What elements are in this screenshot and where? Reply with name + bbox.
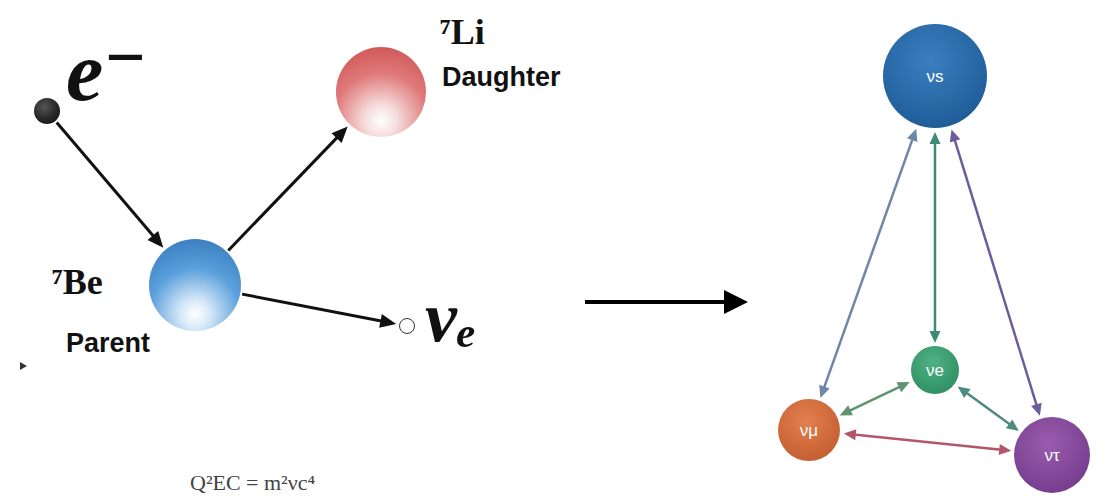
flavor-circle: νe (911, 346, 959, 394)
daughter-nucleus: ⁷LiDaughter (336, 47, 426, 137)
parent-nucleus: ⁷BeParent (149, 239, 241, 331)
particle-label: e⁻ (66, 30, 148, 114)
flavor-circle: ντ (1014, 417, 1090, 493)
flavor-label: νs (927, 68, 944, 85)
particle-label: ⁷Li (440, 14, 485, 50)
oscillation-arrow (819, 129, 917, 398)
oscillation-arrow (844, 429, 1011, 455)
transition-arrowhead (724, 290, 748, 314)
particle-label: νₑ (425, 281, 477, 353)
equation: Q²EC = m²νc⁴ (190, 472, 315, 494)
oscillation-arrow (840, 382, 910, 415)
electron-dot: e⁻ (34, 98, 60, 124)
bullet-marker (20, 362, 27, 370)
decay-arrow (57, 122, 164, 247)
flavor-circle: νs (883, 24, 987, 128)
neutrino-circle: νₑ (399, 318, 415, 334)
decay-arrow (228, 127, 347, 251)
role-label: Daughter (442, 64, 561, 91)
particle-label: ⁷Be (52, 264, 103, 300)
decay-arrow (242, 294, 396, 328)
oscillation-arrow (958, 386, 1019, 430)
role-label: Parent (66, 330, 150, 357)
flavor-label: νμ (800, 422, 818, 439)
flavor-label: νe (926, 362, 944, 379)
flavor-label: ντ (1044, 447, 1059, 464)
oscillation-arrow (950, 130, 1042, 416)
oscillation-arrow (930, 132, 941, 343)
flavor-circle: νμ (778, 399, 840, 461)
transition-arrow (585, 300, 728, 304)
